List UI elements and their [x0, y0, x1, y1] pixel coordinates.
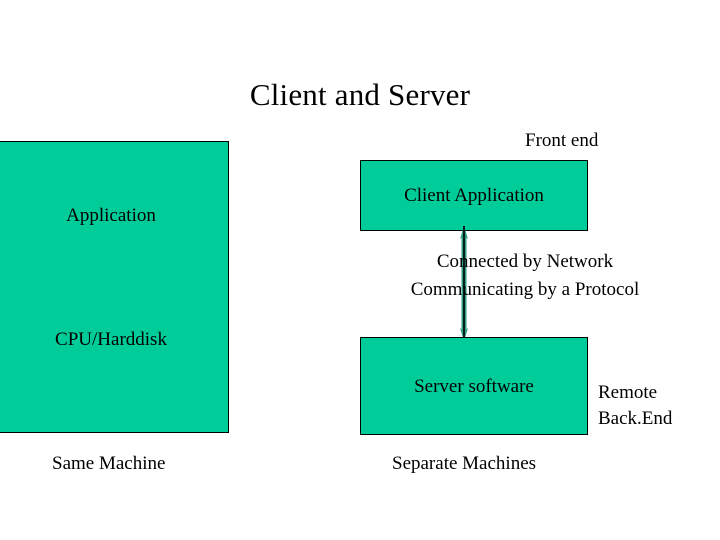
- front-end-label: Front end: [525, 130, 599, 151]
- client-application-box[interactable]: Client Application: [360, 160, 588, 231]
- separate-machines-caption: Separate Machines: [392, 453, 537, 474]
- same-machine-box[interactable]: Application CPU/Harddisk: [0, 141, 229, 433]
- page-title: Client and Server: [249, 77, 471, 112]
- remote-backend-line-2: Back.End: [598, 408, 673, 429]
- server-software-box[interactable]: Server software: [360, 337, 588, 435]
- same-machine-caption: Same Machine: [52, 453, 166, 474]
- network-note-line-1: Connected by Network: [436, 251, 614, 272]
- network-note-line-2: Communicating by a Protocol: [410, 279, 640, 300]
- double-arrow-icon: [460, 226, 468, 341]
- remote-backend-label: Remote Back.End: [598, 380, 718, 432]
- remote-backend-line-1: Remote: [598, 382, 658, 403]
- application-label: Application: [66, 205, 156, 226]
- network-connector-arrow: [455, 226, 473, 341]
- network-protocol-note: Connected by Network Communicating by a …: [330, 248, 720, 304]
- cpu-harddisk-label: CPU/Harddisk: [55, 329, 167, 350]
- client-application-label: Client Application: [404, 185, 544, 206]
- server-software-label: Server software: [414, 376, 534, 397]
